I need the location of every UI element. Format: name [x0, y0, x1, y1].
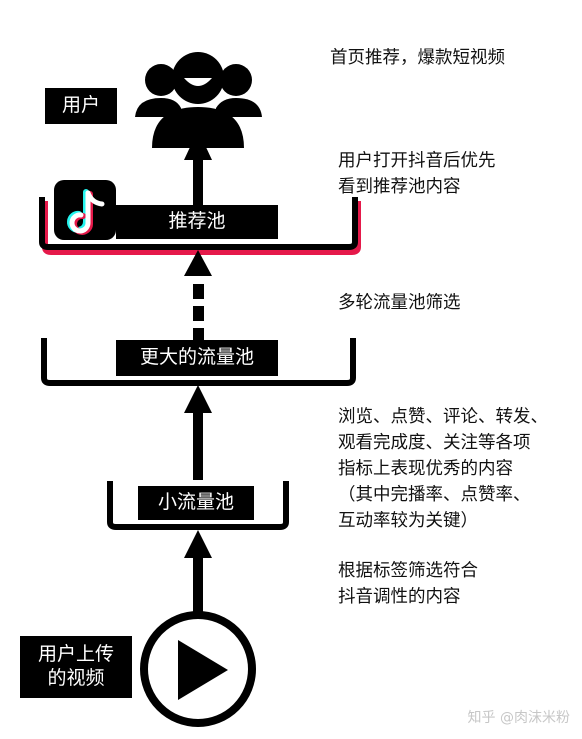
- watermark: 知乎 @肉沫米粉: [467, 710, 570, 726]
- upload-label-line-1: 用户上传: [37, 643, 114, 666]
- arrow-up-icon: [184, 385, 212, 480]
- small-pool-bracket: [107, 481, 289, 530]
- larger-pool-label: 更大的流量池: [116, 340, 278, 376]
- note-top: 首页推荐，爆款短视频: [330, 45, 505, 71]
- user-label: 用户: [45, 88, 117, 124]
- small-pool-label: 小流量池: [138, 486, 254, 520]
- note-tags: 根据标签筛选符合 抖音调性的内容: [338, 558, 478, 610]
- note-metrics-line-3: 指标上表现优秀的内容: [338, 459, 513, 479]
- tiktok-logo-icon: [54, 180, 116, 240]
- note-tags-line-1: 根据标签筛选符合: [338, 561, 478, 581]
- arrow-up-icon: [184, 250, 212, 276]
- play-icon: [140, 611, 256, 727]
- upload-label: 用户上传 的视频: [20, 636, 132, 698]
- larger-pool-bracket: [41, 338, 356, 386]
- note-recommend: 用户打开抖音后优先 看到推荐池内容: [338, 148, 496, 200]
- note-metrics-line-5: 互动率较为关键）: [338, 511, 478, 531]
- arrow-up-icon: [184, 130, 212, 206]
- note-recommend-line-1: 用户打开抖音后优先: [338, 151, 496, 171]
- note-filter: 多轮流量池筛选: [338, 290, 461, 316]
- upload-label-line-2: 的视频: [47, 667, 105, 689]
- dotted-connector: [193, 284, 204, 341]
- note-metrics-line-4: （其中完播率、点赞率、: [338, 485, 531, 505]
- note-metrics: 浏览、点赞、评论、转发、 观看完成度、关注等各项 指标上表现优秀的内容 （其中完…: [338, 404, 548, 534]
- note-metrics-line-1: 浏览、点赞、评论、转发、: [338, 407, 548, 427]
- users-icon: [135, 52, 262, 148]
- recommend-pool-bracket: [39, 197, 358, 250]
- note-tags-line-2: 抖音调性的内容: [338, 587, 461, 607]
- note-filter-line-1: 多轮流量池筛选: [338, 293, 461, 313]
- note-recommend-line-2: 看到推荐池内容: [338, 177, 461, 197]
- note-top-line-1: 首页推荐，爆款短视频: [330, 48, 505, 68]
- note-metrics-line-2: 观看完成度、关注等各项: [338, 433, 531, 453]
- recommend-pool-label: 推荐池: [116, 205, 278, 239]
- arrow-up-icon: [184, 530, 212, 617]
